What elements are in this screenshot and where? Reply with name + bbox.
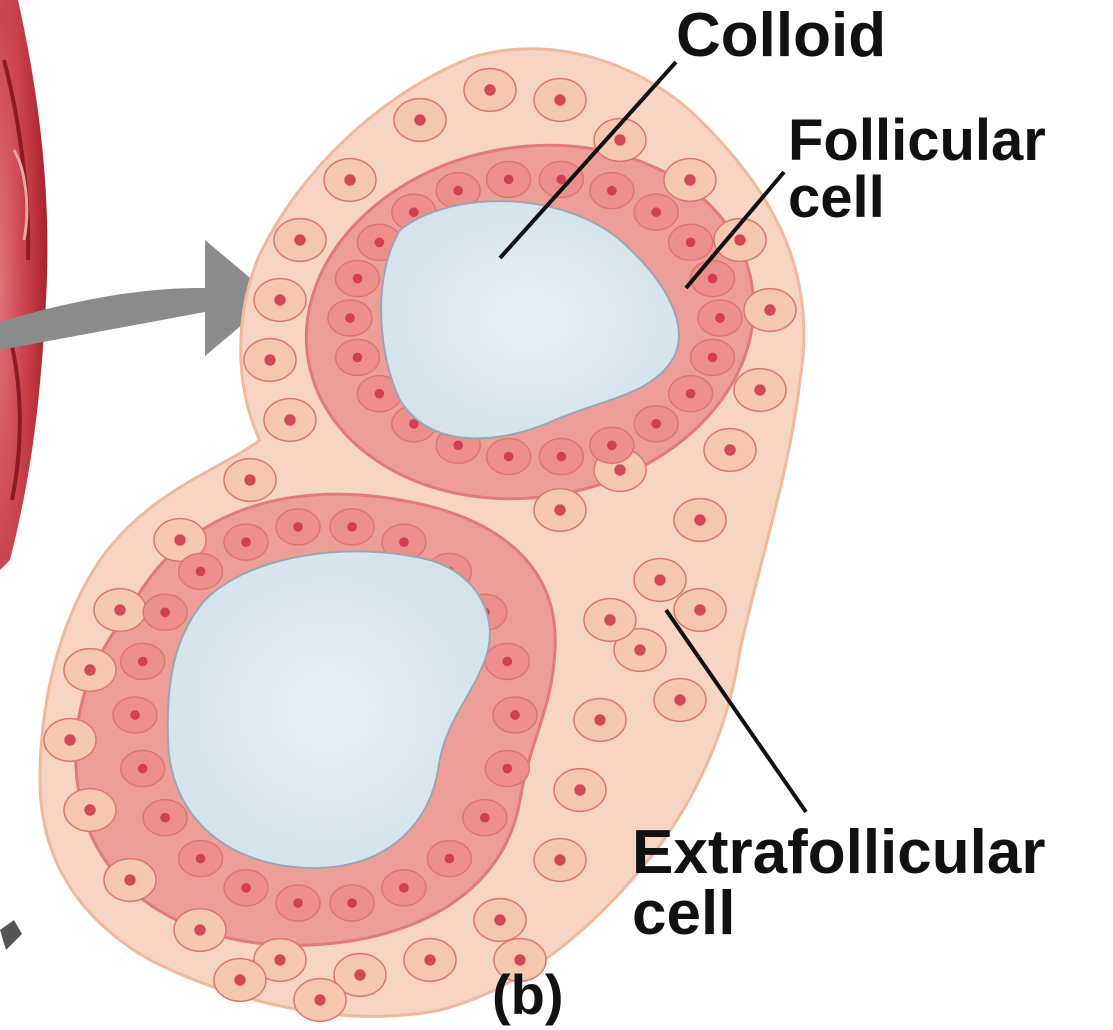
follicular-cell	[691, 339, 735, 375]
edge-fragment	[0, 920, 22, 950]
follicular-cell	[485, 643, 529, 679]
follicular-cell	[634, 194, 678, 230]
extrafollicular-cell	[554, 769, 606, 812]
follicular-cell	[539, 439, 583, 475]
follicular-cell	[382, 870, 426, 906]
extrafollicular-cell-label-line1: Extrafollicular	[632, 823, 1045, 884]
follicular-cell	[427, 841, 471, 877]
extrafollicular-cell	[64, 649, 116, 692]
follicular-cell	[698, 300, 742, 336]
extrafollicular-cell	[634, 559, 686, 602]
panel-label: (b)	[492, 968, 564, 1023]
extrafollicular-cell	[534, 839, 586, 882]
extrafollicular-cell	[214, 959, 266, 1002]
extrafollicular-cell	[574, 699, 626, 742]
follicular-cell	[634, 406, 678, 442]
follicular-cell	[487, 439, 531, 475]
extrafollicular-cell	[44, 719, 96, 762]
follicular-cell-label-line1: Follicular	[788, 113, 1046, 170]
extrafollicular-cell	[244, 339, 296, 382]
follicular-cell	[179, 553, 223, 589]
follicular-cell	[121, 750, 165, 786]
extrafollicular-cell	[104, 859, 156, 902]
follicular-cell	[335, 261, 379, 297]
follicular-cell	[121, 643, 165, 679]
follicular-cell	[113, 697, 157, 733]
extrafollicular-cell	[224, 459, 276, 502]
extrafollicular-cell	[94, 589, 146, 632]
panel-label-text: (b)	[492, 968, 564, 1023]
follicular-cell	[669, 376, 713, 412]
extrafollicular-cell	[664, 159, 716, 202]
follicular-cell-label: Follicular cell	[788, 113, 1046, 227]
follicular-cell	[179, 841, 223, 877]
extrafollicular-cell-label: Extrafollicular cell	[632, 823, 1045, 945]
extrafollicular-cell	[254, 279, 306, 322]
follicular-cell	[335, 339, 379, 375]
follicular-cell	[224, 524, 268, 560]
extrafollicular-cell	[704, 429, 756, 472]
follicular-cell	[143, 800, 187, 836]
extrafollicular-cell	[294, 979, 346, 1022]
extrafollicular-cell	[324, 159, 376, 202]
extrafollicular-cell	[474, 899, 526, 942]
extrafollicular-cell	[734, 369, 786, 412]
extrafollicular-cell	[64, 789, 116, 832]
extrafollicular-cell-label-line2: cell	[632, 884, 1045, 945]
follicular-cell	[487, 161, 531, 197]
extrafollicular-cell	[534, 79, 586, 122]
extrafollicular-cell	[394, 99, 446, 142]
extrafollicular-cell	[464, 69, 516, 112]
extrafollicular-cell	[174, 909, 226, 952]
follicular-cell	[485, 750, 529, 786]
follicular-cell	[276, 509, 320, 545]
extrafollicular-cell	[404, 939, 456, 982]
follicular-cell	[328, 300, 372, 336]
follicular-cell	[276, 885, 320, 921]
extrafollicular-cell	[674, 499, 726, 542]
follicular-cell	[590, 427, 634, 463]
follicular-cell-label-line2: cell	[788, 170, 1046, 227]
follicular-cell	[330, 509, 374, 545]
follicular-cell	[590, 173, 634, 209]
colloid-label: Colloid	[676, 6, 886, 67]
extrafollicular-cell	[744, 289, 796, 332]
follicular-cell	[143, 594, 187, 630]
extrafollicular-cell	[584, 599, 636, 642]
extrafollicular-cell	[264, 399, 316, 442]
extrafollicular-cell	[654, 679, 706, 722]
follicular-cell	[691, 261, 735, 297]
colloid-label-text: Colloid	[676, 6, 886, 67]
follicular-cell	[493, 697, 537, 733]
follicular-cell	[330, 885, 374, 921]
extrafollicular-cell	[274, 219, 326, 262]
follicular-cell	[669, 224, 713, 260]
extrafollicular-cell	[674, 589, 726, 632]
follicular-cell	[463, 800, 507, 836]
thyroid-gland-tissue	[0, 0, 47, 570]
extrafollicular-cell	[534, 489, 586, 532]
follicular-cell	[224, 870, 268, 906]
